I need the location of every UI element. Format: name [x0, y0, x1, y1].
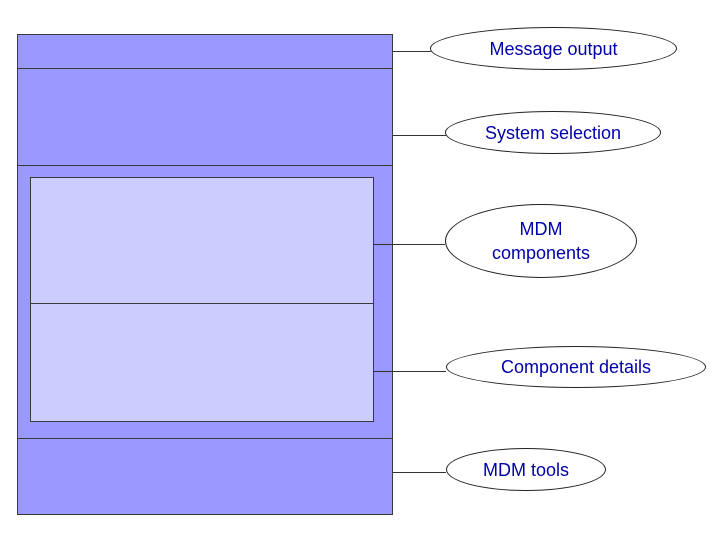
system-selection-area: [17, 68, 393, 166]
callout-label: MDM components: [491, 219, 591, 263]
message-output-area: [17, 34, 393, 69]
connector-component-details: [374, 371, 446, 372]
callout-mdm-tools: MDM tools: [446, 448, 606, 491]
callout-mdm-components: MDM components: [445, 204, 637, 278]
mdm-components-panel: [30, 177, 374, 304]
callout-component-details: Component details: [446, 346, 706, 388]
callout-message-output: Message output: [430, 27, 677, 70]
connector-mdm-tools: [393, 472, 446, 473]
connector-system-selection: [393, 135, 446, 136]
mdm-tools-area: [17, 438, 393, 515]
callout-label: Message output: [489, 38, 618, 59]
callout-label: Component details: [500, 357, 652, 377]
callout-label: MDM tools: [482, 459, 569, 480]
connector-message-output: [393, 51, 431, 52]
connector-mdm-components: [374, 244, 445, 245]
callout-label: System selection: [484, 122, 622, 143]
component-details-panel: [30, 303, 374, 422]
callout-system-selection: System selection: [445, 111, 661, 154]
